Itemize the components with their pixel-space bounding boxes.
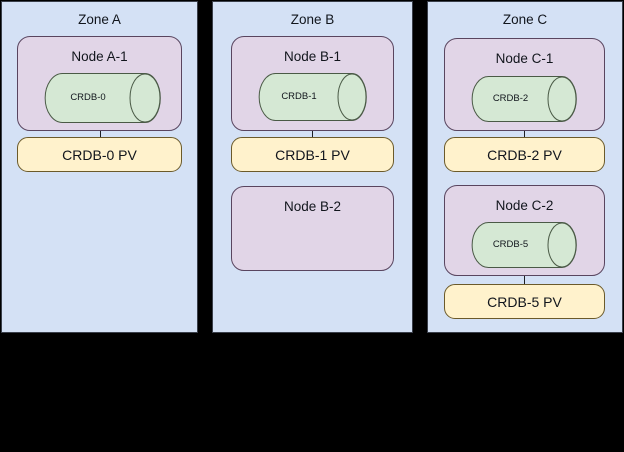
pv-label: CRDB-1 PV (275, 146, 350, 163)
pod-cylinder-crdb-1: CRDB-1 (258, 73, 367, 121)
pv-label: CRDB-2 PV (487, 146, 562, 163)
zone-title: Zone C (502, 12, 548, 27)
node-title: Node A-1 (71, 49, 128, 64)
pv-label: CRDB-5 PV (487, 293, 562, 310)
pv-box-crdb-2-pv: CRDB-2 PV (444, 137, 605, 172)
pod-cylinder-crdb-0: CRDB-0 (44, 73, 161, 123)
pv-connector-crdb-1-pv (312, 131, 313, 137)
pv-box-crdb-5-pv: CRDB-5 PV (444, 284, 605, 319)
node-box-node-b-2: Node B-2 (231, 186, 394, 271)
node-title: Node B-1 (283, 49, 342, 64)
zone-title: Zone A (78, 12, 121, 27)
node-title: Node C-1 (495, 51, 554, 66)
pv-label: CRDB-0 PV (62, 146, 137, 163)
zone-title: Zone B (290, 12, 335, 27)
pod-cylinder-crdb-2: CRDB-2 (471, 76, 577, 122)
pod-label: CRDB-2 (492, 93, 529, 104)
pod-label: CRDB-0 (70, 92, 106, 103)
node-title: Node C-2 (495, 198, 554, 213)
pv-connector-crdb-5-pv (524, 276, 525, 284)
node-title: Node B-2 (283, 199, 342, 214)
pod-label: CRDB-5 (492, 239, 529, 250)
pod-label: CRDB-1 (281, 91, 317, 102)
pv-box-crdb-1-pv: CRDB-1 PV (231, 137, 394, 172)
pv-box-crdb-0-pv: CRDB-0 PV (17, 137, 182, 172)
pv-connector-crdb-2-pv (524, 131, 525, 137)
pod-cylinder-crdb-5: CRDB-5 (471, 222, 577, 268)
pv-connector-crdb-0-pv (100, 131, 101, 137)
